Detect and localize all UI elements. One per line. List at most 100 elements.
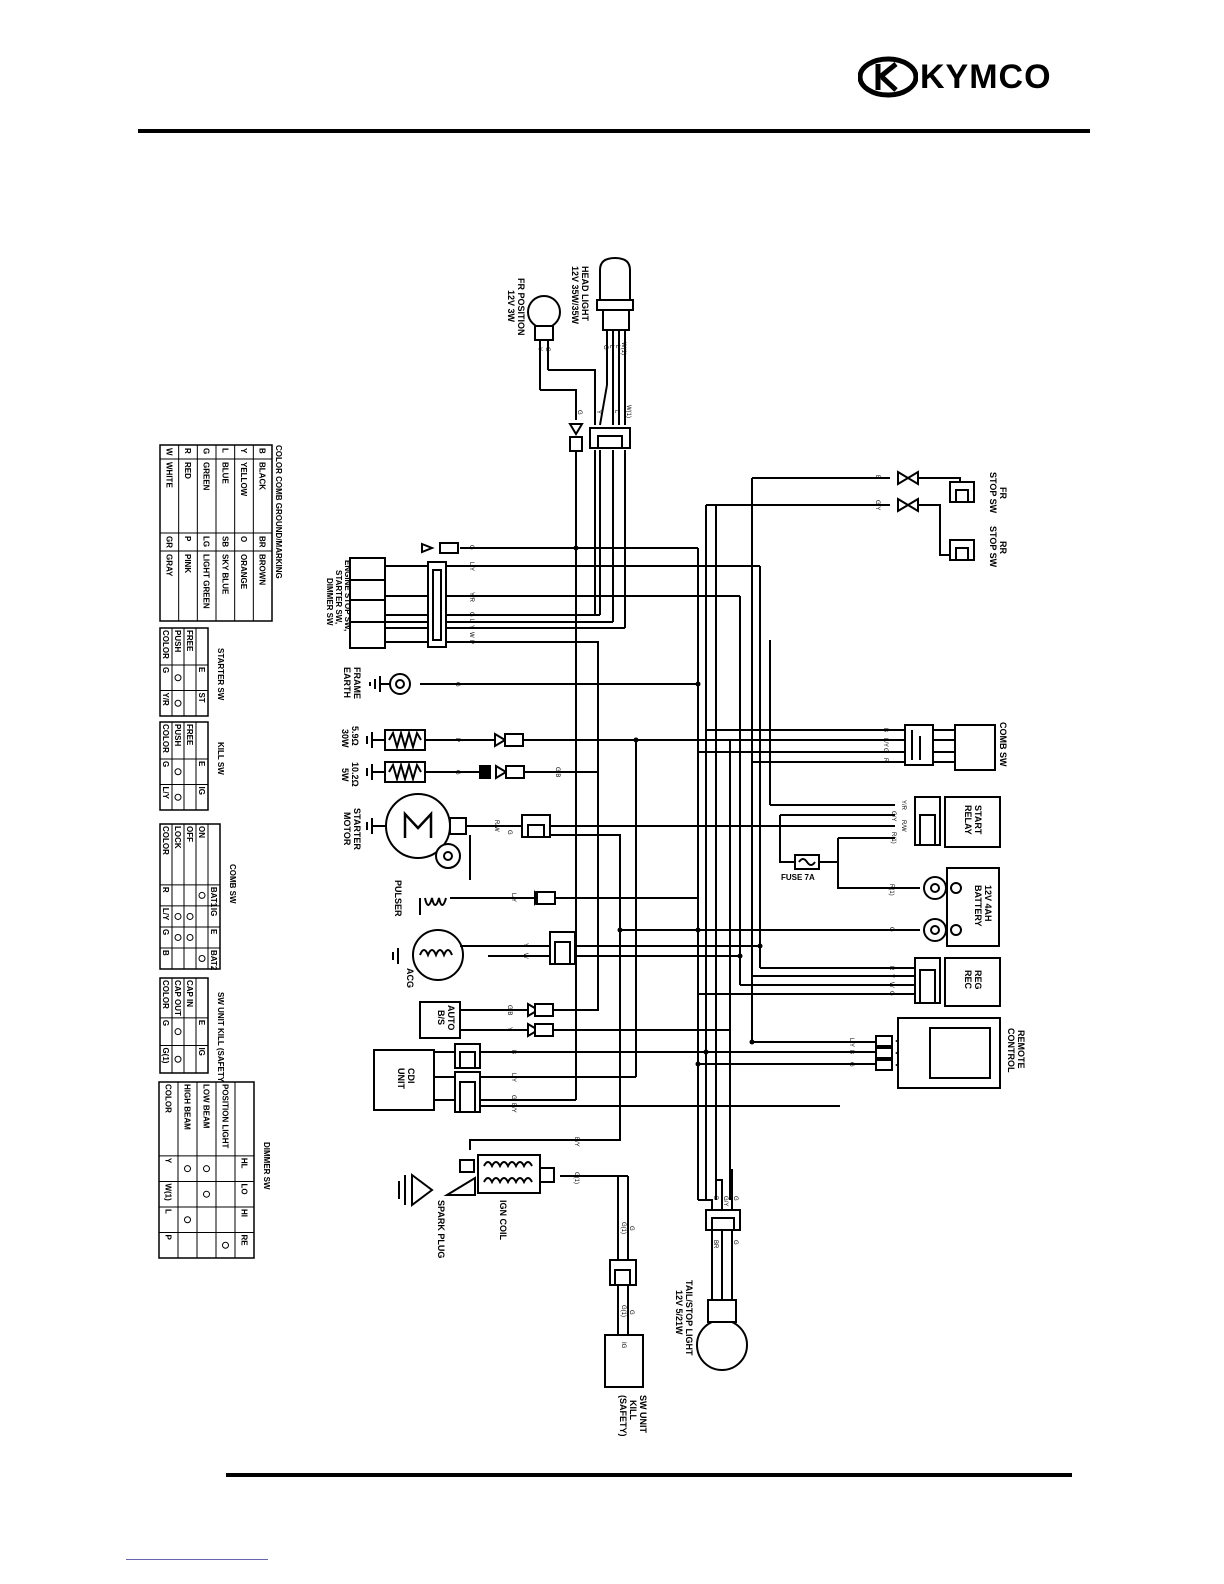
switch-contact-mark (186, 912, 194, 920)
svg-text:FRAME: FRAME (352, 667, 362, 699)
starter-motor-label-1: STARTER (352, 808, 362, 850)
head-light-spec: 12V 35W/35W (570, 266, 580, 325)
switch-table-cell: HIGH BEAM (183, 1084, 192, 1130)
svg-text:REG: REG (973, 970, 983, 990)
reg-rec-label-1: REG (973, 970, 983, 990)
svg-text:STOP SW: STOP SW (988, 526, 998, 568)
svg-text:10.2Ω: 10.2Ω (350, 762, 360, 787)
wire-label: IG (620, 1342, 626, 1349)
resistor-10-2-symbol (366, 761, 525, 783)
color-table-cell: YELLOW (239, 462, 248, 497)
kill-connector-symbol (604, 1259, 644, 1388)
rr-stop-sw-symbol (949, 539, 975, 561)
color-table-cell: SKY BLUE (220, 554, 229, 595)
wire-label: G (732, 1196, 738, 1201)
engine-stop-sw-label-3: DIMMER SW (325, 578, 334, 626)
svg-text:STOP SW: STOP SW (988, 472, 998, 514)
color-table-cell: R (183, 448, 192, 454)
wire-label: R(1) (888, 884, 894, 896)
switch-contact-mark (198, 891, 206, 899)
kill-sw-title: KILL SW (216, 742, 225, 775)
ign-coil-label: IGN COIL (498, 1200, 508, 1241)
switch-table-cell: E (197, 761, 206, 767)
switch-table-cell: IG (197, 786, 206, 794)
junction-dots (573, 545, 763, 1067)
wire-label: G (544, 347, 550, 352)
header-rule (138, 129, 1090, 133)
auto-bs-label-1: AUTO (446, 1005, 456, 1030)
svg-text:SW UNIT: SW UNIT (638, 1395, 648, 1433)
svg-text:REMOTE: REMOTE (1016, 1030, 1026, 1069)
wire-label: W (468, 632, 474, 638)
svg-text:FR: FR (998, 487, 1008, 499)
starter-sw-title: STARTER SW (216, 648, 225, 701)
wire-label: R (882, 758, 888, 763)
wire-label: G (602, 345, 608, 350)
cdi-unit-symbol (373, 1043, 481, 1113)
pulser-symbol (419, 890, 556, 915)
switch-table-cell: G(1) (161, 1047, 170, 1063)
switch-contact-mark (174, 674, 182, 682)
color-table-cell: WHITE (164, 462, 173, 488)
switch-contact-mark (186, 933, 194, 941)
battery-label-2: BATTERY (973, 885, 983, 927)
switch-table-cell: P (164, 1234, 173, 1240)
wire-label: G(1) (620, 1222, 626, 1234)
svg-text:5.9Ω: 5.9Ω (350, 726, 360, 746)
switch-table-cell: E (209, 929, 218, 935)
wire-label: G/Y (874, 500, 880, 510)
wire-label: R/W (900, 820, 906, 832)
reg-rec-label-2: REC (963, 970, 973, 990)
wire-label: W(1) (625, 405, 631, 418)
wire-label: G (732, 1240, 738, 1245)
kymco-emblem-icon (857, 56, 919, 98)
wire-label: B (882, 728, 888, 732)
svg-text:TAIL/STOP LIGHT: TAIL/STOP LIGHT (684, 1280, 694, 1356)
color-table-title: COLOR COMB GROUND/MARKING (274, 445, 283, 579)
switch-table-cell: FREE (185, 630, 194, 652)
color-table-cell: O (239, 536, 248, 542)
svg-text:12V 4AH: 12V 4AH (983, 885, 993, 922)
fr-position-label: FR POSITION (516, 278, 526, 336)
wire-label: R(1) (890, 832, 896, 844)
tail-light-symbol (696, 1209, 748, 1371)
wire-label: Y (595, 410, 601, 414)
auto-bs-label-2: B/S (436, 1010, 446, 1025)
color-table-cell: RED (183, 462, 192, 479)
svg-text:DIMMER SW: DIMMER SW (325, 578, 334, 626)
color-table-cell: GREEN (202, 462, 211, 491)
resistor-1-value: 5.9Ω (350, 726, 360, 746)
svg-text:UNIT: UNIT (396, 1068, 406, 1089)
sw-unit-kill-label-2: KILL (628, 1400, 638, 1420)
svg-text:RELAY: RELAY (963, 805, 973, 835)
color-table-cell: GRAY (164, 554, 173, 577)
svg-text:B/S: B/S (436, 1010, 446, 1025)
switch-table-cell: POSITION LIGHT (221, 1084, 230, 1149)
svg-text:HEAD LIGHT: HEAD LIGHT (580, 266, 590, 322)
remote-control-label-1: REMOTE (1016, 1030, 1026, 1069)
wire-label: G (506, 830, 512, 835)
switch-table-cell: BAT1 (209, 887, 218, 908)
svg-text:AUTO: AUTO (446, 1005, 456, 1030)
svg-text:STARTER SW,: STARTER SW, (334, 570, 343, 624)
wire-label: G/Y (890, 811, 896, 821)
switch-table-cell: PUSH (173, 724, 182, 746)
wire-label: G (628, 1226, 634, 1231)
comb-sw-title: COMB SW (228, 864, 237, 904)
color-table-cell: B (258, 448, 267, 454)
wire-label: B (712, 1196, 718, 1200)
footer-link-underline (126, 1559, 268, 1560)
svg-text:FUSE 7A: FUSE 7A (781, 873, 815, 882)
head-light-label: HEAD LIGHT (580, 266, 590, 322)
wire-label: G (454, 682, 460, 687)
wire-label: Y (522, 943, 528, 947)
switch-table-cell: IG (209, 908, 218, 916)
color-table-cell: BLACK (258, 462, 267, 490)
svg-text:RR: RR (998, 541, 1008, 554)
sw-unit-kill-label-1: SW UNIT (638, 1395, 648, 1433)
switch-table-cell: L/Y (161, 908, 170, 921)
switch-table-cell: R (161, 887, 170, 893)
